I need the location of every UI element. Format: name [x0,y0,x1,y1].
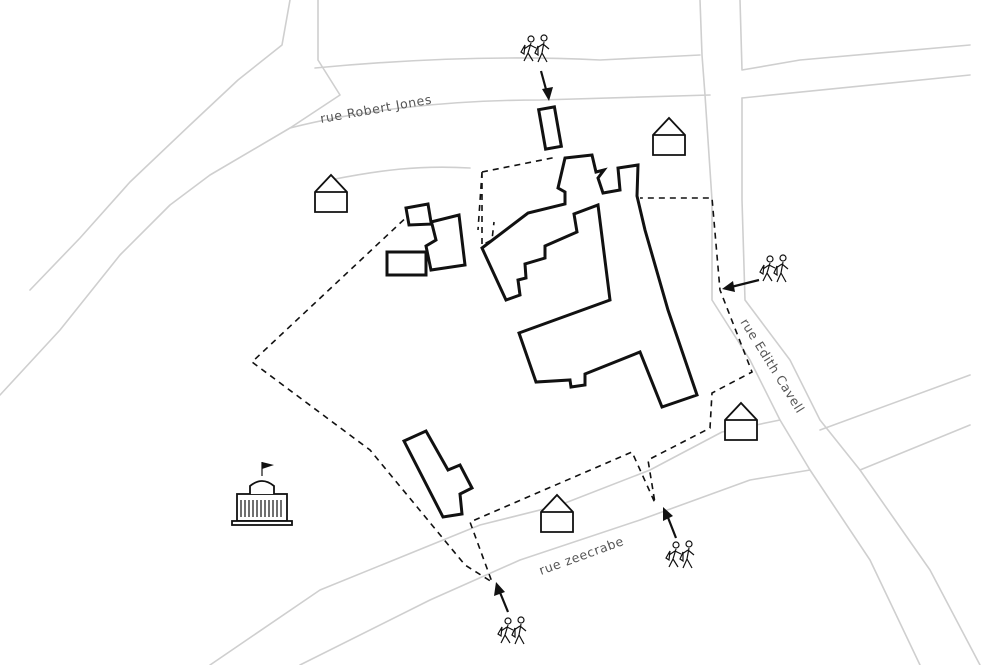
house-icon [724,402,758,441]
building-gatehouse [536,105,564,151]
pedestrian-access-east [722,254,789,292]
houses [314,117,758,533]
arrow-icon [497,589,510,613]
building-west-a [404,202,467,272]
building-south [401,429,475,519]
school-buildings [385,105,699,519]
house-icon [540,494,574,533]
house-icon [652,117,686,156]
town-hall-icon [231,462,293,526]
building-main-complex [480,153,699,409]
house-icon [314,174,348,213]
pedestrian-access-southeast [663,507,695,569]
pedestrians-icon [497,616,527,645]
pedestrian-access-south [494,582,527,645]
arrow-icon [665,514,678,539]
building-west-b [385,250,428,277]
arrow-icon [730,278,760,289]
pedestrians-icon [665,540,695,569]
pedestrian-access-north [520,34,553,101]
street-label-edith-cavell: rue Edith Cavell [737,316,807,416]
pedestrians-icon [759,254,789,283]
